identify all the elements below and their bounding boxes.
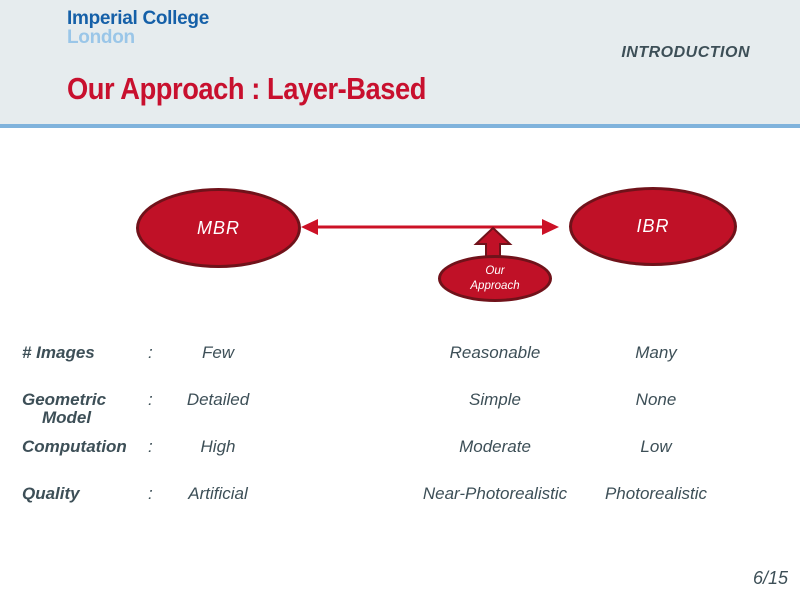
cell-middle: Moderate	[459, 437, 531, 456]
table-row-images: # Images : Few Reasonable Many	[0, 343, 800, 367]
double-arrow-icon	[301, 219, 559, 235]
cell-mbr: Few	[201, 343, 235, 362]
cell-middle: Reasonable	[449, 343, 541, 362]
imperial-college-logo: Imperial College London	[67, 9, 209, 47]
row-label: # Images	[22, 343, 95, 362]
page-number: 6/15	[752, 568, 788, 588]
logo-line1: Imperial College	[67, 8, 209, 29]
mbr-node: MBR	[136, 188, 301, 268]
row-label-line2: Model	[42, 408, 92, 427]
our-approach-line1: Our	[485, 265, 505, 278]
page-title: Our Approach : Layer-Based	[67, 71, 426, 106]
cell-ibr: Photorealistic	[604, 484, 708, 503]
logo-line2: London	[67, 27, 135, 48]
spectrum-diagram: MBR IBR Our Approach	[136, 187, 737, 302]
row-colon: :	[148, 343, 153, 362]
cell-mbr: High	[200, 437, 236, 456]
row-label: Computation	[22, 437, 127, 456]
section-label: INTRODUCTION	[621, 44, 750, 61]
table-row-quality: Quality : Artificial Near-Photorealistic…	[0, 484, 800, 508]
cell-middle: Near-Photorealistic	[422, 484, 568, 503]
ibr-label: IBR	[636, 216, 670, 236]
cell-ibr: Low	[640, 437, 672, 456]
row-colon: :	[148, 484, 153, 503]
cell-ibr: None	[635, 390, 677, 409]
cell-mbr: Detailed	[186, 390, 250, 409]
mbr-label: MBR	[197, 217, 240, 238]
cell-middle: Simple	[469, 390, 521, 409]
header-divider	[0, 124, 800, 128]
table-row-geometric-model: Geometric Model : Detailed Simple None	[0, 390, 800, 427]
row-label: Quality	[22, 484, 80, 503]
ibr-node: IBR	[569, 187, 737, 266]
our-approach-line2: Approach	[470, 279, 520, 292]
our-approach-node: Our Approach	[438, 255, 552, 302]
row-label: Geometric	[22, 390, 107, 409]
our-approach-label: Our Approach	[470, 264, 519, 293]
row-colon: :	[148, 390, 153, 409]
row-colon: :	[148, 437, 153, 456]
header-band	[0, 0, 800, 124]
table-row-computation: Computation : High Moderate Low	[0, 437, 800, 461]
cell-ibr: Many	[635, 343, 677, 362]
arrow-layer	[301, 219, 559, 260]
cell-mbr: Artificial	[188, 484, 248, 503]
